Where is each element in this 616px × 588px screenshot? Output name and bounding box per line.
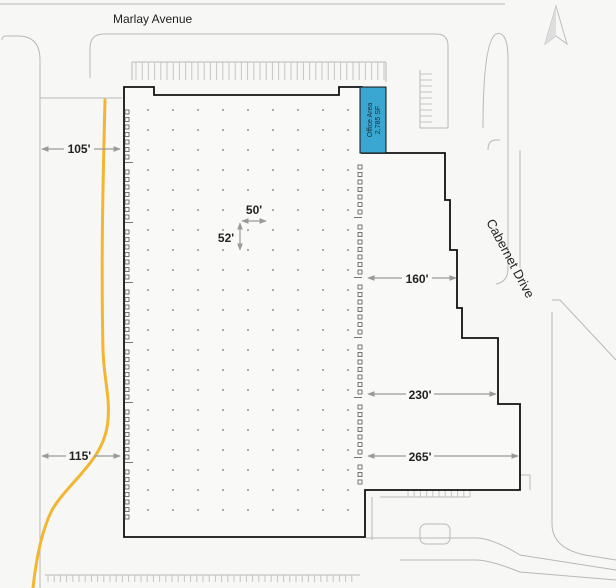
office-size: 2,785 SF [375, 106, 382, 134]
dim-east-265: 265' [409, 450, 432, 464]
dim-east-230: 230' [409, 388, 432, 402]
dim-bay-width: 50' [246, 203, 262, 217]
rail-line [31, 98, 110, 588]
street-east: Cabernet Drive [483, 216, 537, 300]
warehouse-building [123, 86, 521, 538]
site-lines [0, 3, 616, 588]
column-grid [147, 109, 349, 511]
street-north: Marlay Avenue [113, 12, 192, 26]
office-label: Office Area [367, 103, 374, 138]
dim-east-160: 160' [406, 272, 429, 286]
dock-doors [124, 109, 363, 520]
dim-west-top: 105' [68, 142, 91, 156]
dim-west-bottom: 115' [69, 449, 91, 463]
office-area [359, 86, 387, 154]
dimension-arrows [41, 146, 519, 459]
north-arrow-icon [544, 4, 568, 46]
dim-bay-depth: 52' [218, 231, 234, 245]
